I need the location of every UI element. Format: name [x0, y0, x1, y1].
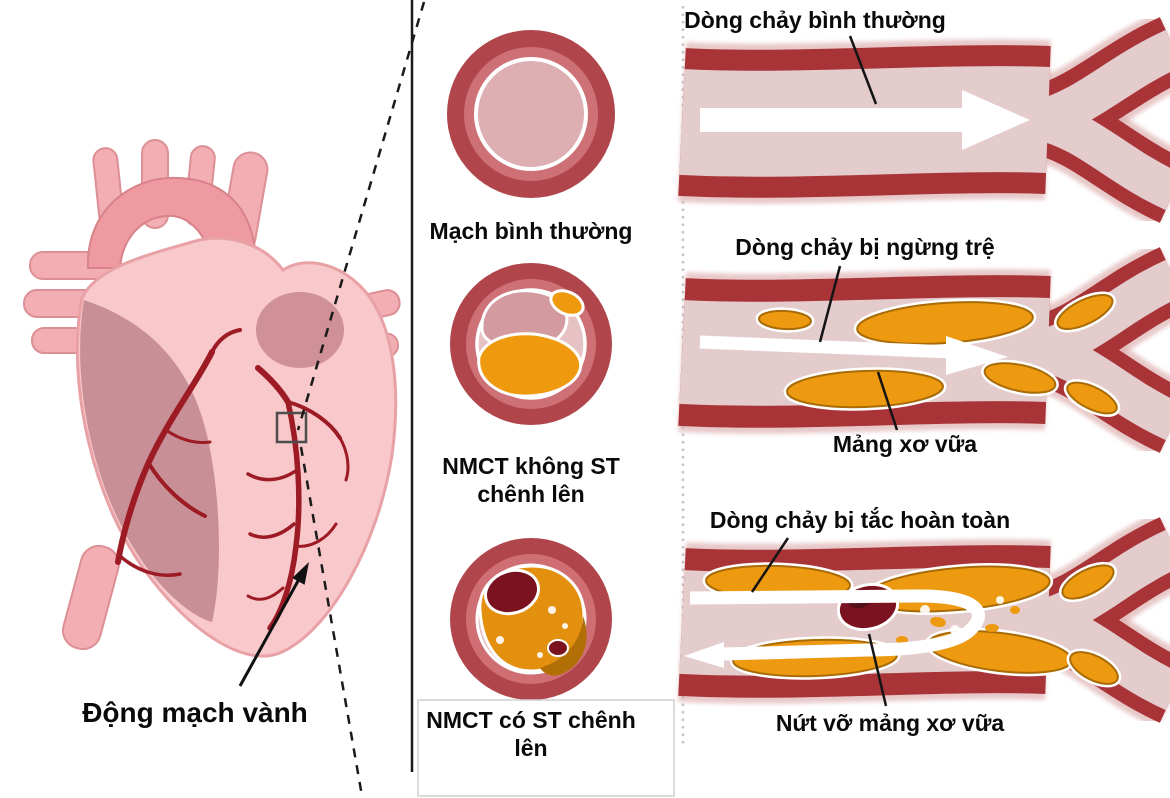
magnifier-dashed-line-top — [296, 1, 426, 431]
cross-section-nstemi — [450, 263, 612, 425]
coronary-artery-pointer — [238, 562, 309, 687]
stagnant-flow-pointer-line — [818, 265, 842, 343]
ruptured-plaque-pointer-line — [867, 633, 888, 707]
stagnant-flow-arrow-shaft — [699, 335, 953, 359]
blocked-flow-label: Dòng chảy bị tắc hoàn toàn — [709, 507, 1011, 533]
cross-section-debris — [496, 606, 568, 658]
blocked-flow-arrow-shaft — [689, 589, 985, 661]
lipid-plaque — [477, 332, 583, 398]
stemi-label: NMCT có ST chênh lên — [426, 707, 636, 762]
nstemi-label: NMCT không ST chênh lên — [442, 453, 620, 508]
normal-vessel-label: Mạch bình thường — [429, 218, 633, 244]
normal-flow-label: Dòng chảy bình thường — [684, 7, 946, 33]
small-clot — [547, 639, 569, 657]
cross-section-clot — [484, 568, 540, 616]
cross-section-normal — [447, 30, 615, 198]
cross-section-stemi — [450, 538, 612, 700]
stagnant-flow-label: Dòng chảy bị ngừng trệ — [735, 234, 995, 260]
coronary-arteries — [115, 328, 350, 631]
normal-flow-pointer-line — [848, 35, 878, 105]
stagnant-flow-arrow-head — [946, 336, 1008, 375]
normal-flow-arrow — [700, 90, 1030, 150]
heart-illustration — [23, 139, 401, 687]
vessel-blocked-flow — [677, 511, 1170, 729]
stemi-label-box — [417, 699, 675, 797]
magnifier-square — [275, 411, 308, 444]
vessel-stagnant-flow — [677, 241, 1170, 459]
blocked-flow-arrow-head — [684, 642, 724, 668]
vessel-normal-flow — [677, 11, 1170, 229]
blocked-flow-pointer-line — [750, 537, 790, 593]
ruptured-plaque-label: Nứt vỡ mảng xơ vữa — [775, 710, 1005, 736]
atrium-shading — [256, 292, 344, 368]
plaque-label: Mảng xơ vữa — [832, 431, 978, 457]
coronary-artery-label: Động mạch vành — [82, 697, 308, 728]
plaque-shadow — [540, 616, 587, 676]
small-plaque — [549, 289, 585, 317]
plaque-pointer-line — [876, 371, 899, 431]
magnifier-dashed-line-bottom — [299, 446, 364, 797]
plaque-deposits — [755, 291, 1121, 417]
